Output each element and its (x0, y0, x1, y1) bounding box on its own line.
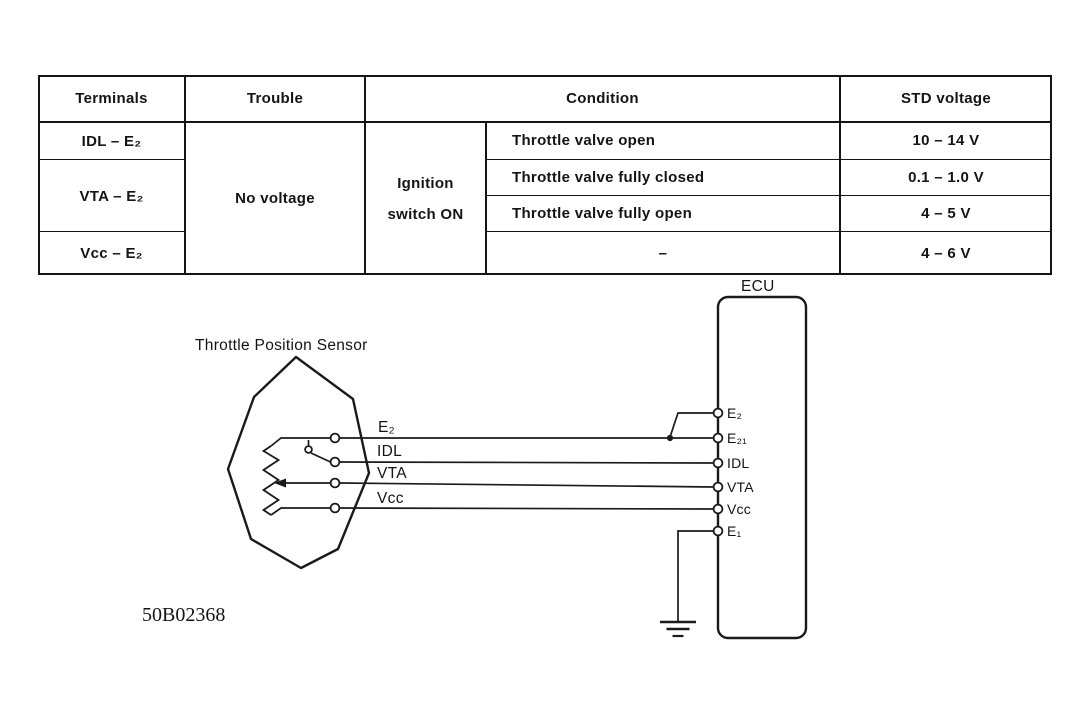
terminal-cell: IDL – E₂ (81, 132, 142, 150)
ecu-pin-e21 (712, 432, 724, 444)
sensor-e2-internal-wire (270, 437, 331, 447)
ecu-pin-label-e1: E₁ (727, 523, 742, 539)
ecu-pin-label-vcc: Vcc (727, 501, 751, 517)
trouble-cell: No voltage (235, 190, 315, 207)
ecu-pin-label-vta: VTA (727, 479, 754, 495)
table-grid-line (486, 195, 1052, 197)
table-grid-line (486, 159, 1052, 161)
header-trouble: Trouble (246, 90, 304, 107)
sensor-title: Throttle Position Sensor (195, 337, 368, 354)
ecu-title: ECU (741, 278, 775, 295)
sensor-terminal-idl (329, 456, 341, 468)
ignition-cell: Ignition switch ON (365, 122, 486, 275)
table-grid-line (485, 122, 487, 275)
junction-dot (666, 434, 674, 442)
table-grid-line (184, 75, 186, 275)
terminal-cell: Vcc – E₂ (80, 245, 143, 262)
wire-e1-ground (677, 530, 714, 622)
voltage-cell: 4 – 6 V (921, 245, 971, 262)
sensor-idl-internal-wire (310, 452, 331, 463)
resistor-icon (261, 445, 281, 516)
table-grid-line (38, 231, 185, 233)
wire-idl (339, 461, 714, 464)
sensor-terminal-e2 (329, 432, 341, 444)
voltage-cell: 4 – 5 V (921, 205, 971, 222)
wire-label-e2: E₂ (378, 419, 395, 436)
wire-label-vta: VTA (377, 465, 407, 482)
header-condition: Condition (566, 90, 639, 107)
ecu-pin-e2 (712, 407, 724, 419)
ecu-pin-idl (712, 457, 724, 469)
table-grid-line (38, 159, 185, 161)
header-std-voltage: STD voltage (901, 90, 991, 107)
ecu-pin-label-e2: E₂ (727, 405, 742, 421)
ecu-pin-e1 (712, 525, 724, 537)
condition-cell: Throttle valve open (512, 132, 656, 149)
wire-label-idl: IDL (377, 443, 402, 460)
throttle-sensor-outline (226, 355, 371, 570)
ground-icon (660, 620, 696, 638)
table-grid-line (364, 75, 366, 275)
table-grid-line (486, 231, 1052, 233)
wire-vcc (339, 507, 714, 510)
voltage-cell: 0.1 – 1.0 V (908, 168, 984, 186)
terminal-cell: VTA – E₂ (79, 187, 144, 205)
condition-cell: – (658, 245, 668, 262)
condition-cell: Throttle valve fully closed (512, 168, 705, 186)
wire-e2-branch (669, 412, 714, 438)
ecu-pin-label-e21: E₂₁ (727, 430, 747, 446)
wire-vta (339, 482, 714, 488)
sensor-vcc-internal-wire (270, 507, 331, 516)
idle-contact-circle (304, 445, 313, 454)
table-grid-line (38, 121, 1052, 123)
wiper-arrowhead-icon (274, 478, 286, 488)
figure-number: 50B02368 (142, 604, 225, 626)
ignition-line: switch ON (387, 205, 464, 223)
wire-label-vcc: Vcc (377, 490, 404, 507)
sensor-terminal-vta (329, 477, 341, 489)
voltage-cell: 10 – 14 V (912, 132, 980, 149)
ignition-line: Ignition (397, 174, 454, 192)
sensor-terminal-vcc (329, 502, 341, 514)
ecu-pin-vcc (712, 503, 724, 515)
condition-cell: Throttle valve fully open (512, 205, 693, 222)
header-terminals: Terminals (75, 90, 148, 107)
ecu-pin-vta (712, 481, 724, 493)
table-grid-line (839, 75, 841, 275)
ecu-pin-label-idl: IDL (727, 455, 749, 471)
table-outer-border (38, 75, 1052, 275)
